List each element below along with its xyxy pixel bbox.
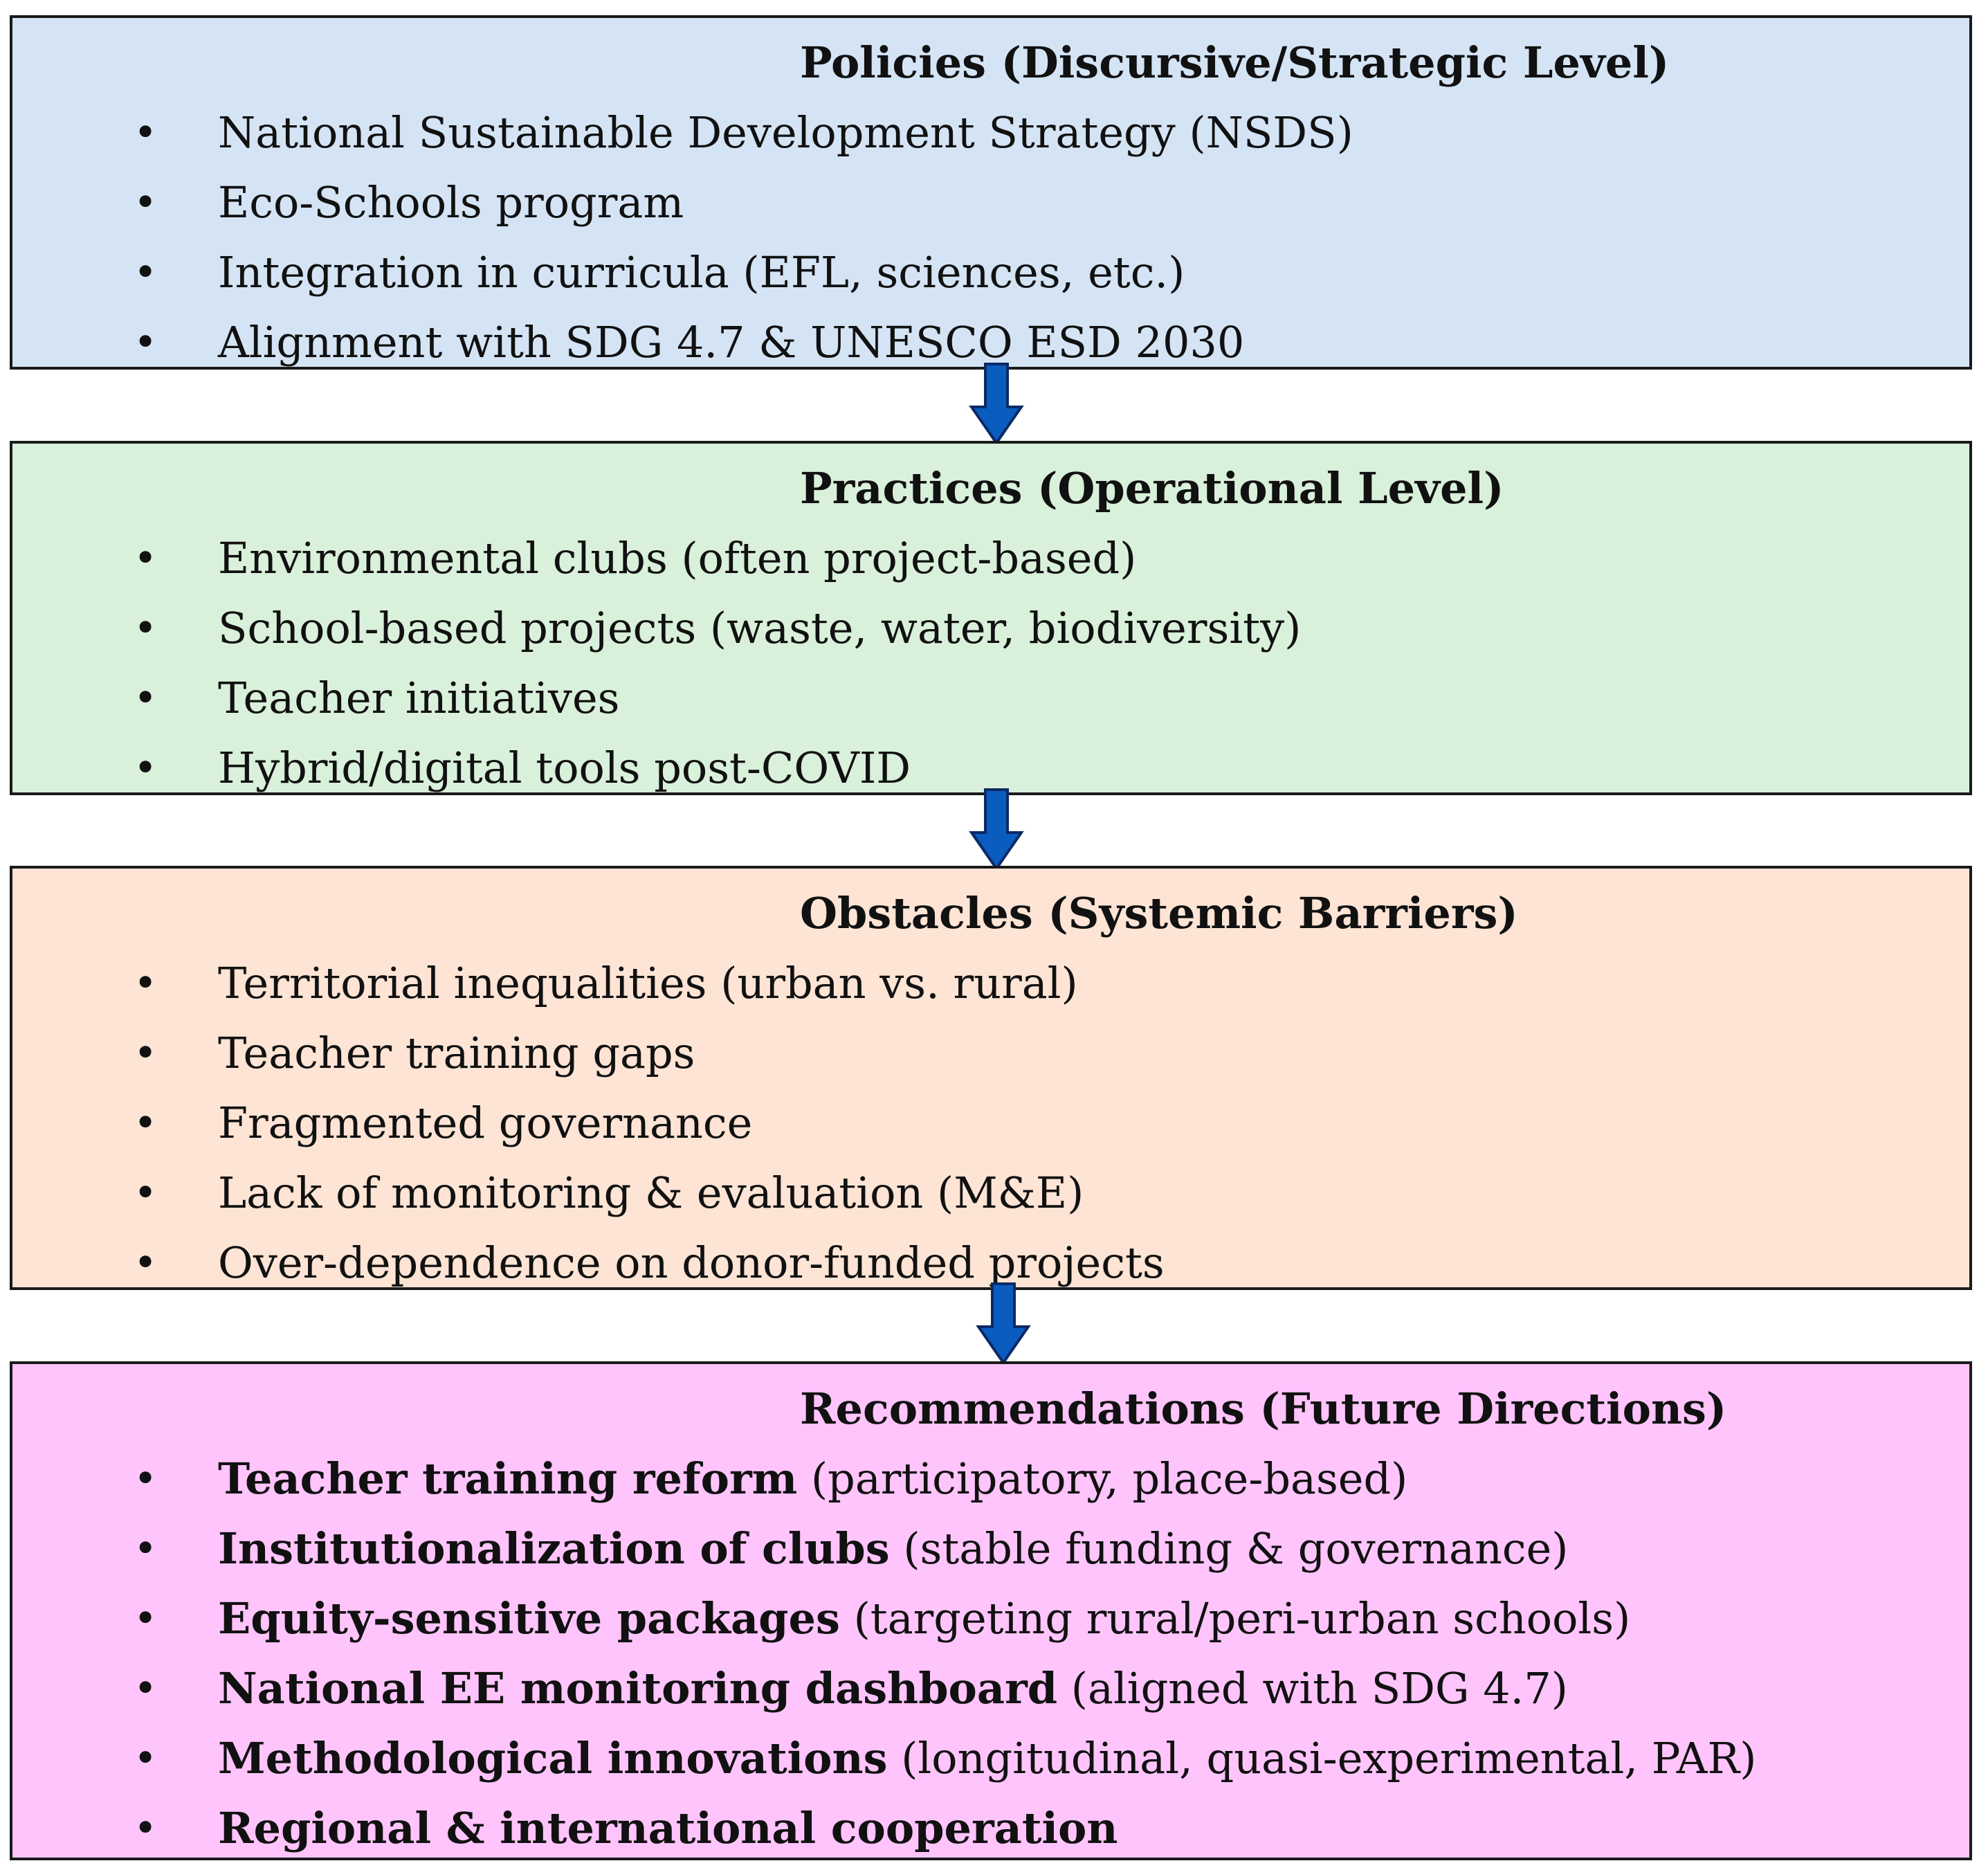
list-item-plain-text: (participatory, place-based) bbox=[797, 1453, 1408, 1504]
list-item-text: Territorial inequalities (urban vs. rura… bbox=[218, 948, 1078, 1018]
recommendations-title: Recommendations (Future Directions) bbox=[800, 1383, 1727, 1434]
practices-box: Practices (Operational Level) • Environme… bbox=[10, 441, 1972, 795]
bullet-icon: • bbox=[134, 1525, 158, 1572]
list-item-text: Hybrid/digital tools post-COVID bbox=[218, 733, 911, 803]
list-item-text: School-based projects (waste, water, bio… bbox=[218, 593, 1301, 663]
list-item-plain-text: Eco-Schools program bbox=[218, 177, 684, 228]
list-item-text: Alignment with SDG 4.7 & UNESCO ESD 2030 bbox=[218, 307, 1244, 377]
list-item-text: Environmental clubs (often project-based… bbox=[218, 523, 1136, 593]
obstacles-box: Obstacles (Systemic Barriers) • Territori… bbox=[10, 866, 1972, 1290]
bullet-icon: • bbox=[134, 1099, 158, 1146]
list-item-plain-text: (longitudinal, quasi-experimental, PAR) bbox=[887, 1733, 1757, 1783]
list-item-text: Regional & international cooperation bbox=[218, 1793, 1118, 1863]
obstacles-title: Obstacles (Systemic Barriers) bbox=[800, 888, 1518, 938]
bullet-icon: • bbox=[134, 1595, 158, 1642]
list-item-bold-text: Methodological innovations bbox=[218, 1733, 888, 1783]
list-item-text: Teacher training gaps bbox=[218, 1018, 695, 1088]
list-item-plain-text: (aligned with SDG 4.7) bbox=[1057, 1663, 1568, 1714]
policies-box: Policies (Discursive/Strategic Level) • N… bbox=[10, 15, 1972, 370]
bullet-icon: • bbox=[134, 744, 158, 791]
list-item-plain-text: Fragmented governance bbox=[218, 1098, 753, 1148]
bullet-icon: • bbox=[134, 248, 158, 296]
list-item-text: Teacher training reform (participatory, … bbox=[218, 1444, 1407, 1514]
practices-title: Practices (Operational Level) bbox=[800, 463, 1504, 514]
list-item-text: Teacher initiatives bbox=[218, 663, 619, 733]
list-item-plain-text: Lack of monitoring & evaluation (M&E) bbox=[218, 1168, 1084, 1218]
list-item-plain-text: Alignment with SDG 4.7 & UNESCO ESD 2030 bbox=[218, 317, 1245, 367]
bullet-icon: • bbox=[134, 1804, 158, 1851]
bullet-icon: • bbox=[134, 179, 158, 226]
recommendations-box: Recommendations (Future Directions) • Tea… bbox=[10, 1361, 1972, 1860]
list-item-plain-text: Hybrid/digital tools post-COVID bbox=[218, 743, 911, 793]
list-item-text: Equity-sensitive packages (targeting rur… bbox=[218, 1583, 1630, 1653]
list-item-text: Fragmented governance bbox=[218, 1088, 752, 1158]
bullet-icon: • bbox=[134, 1239, 158, 1286]
list-item-bold-text: National EE monitoring dashboard bbox=[218, 1663, 1058, 1714]
list-item-plain-text: Environmental clubs (often project-based… bbox=[218, 533, 1137, 583]
bullet-icon: • bbox=[134, 1029, 158, 1076]
list-item-plain-text: Integration in curricula (EFL, sciences,… bbox=[218, 247, 1185, 298]
list-item-bold-text: Equity-sensitive packages bbox=[218, 1593, 840, 1644]
bullet-icon: • bbox=[134, 1734, 158, 1781]
list-item-plain-text: (targeting rural/peri-urban schools) bbox=[839, 1593, 1631, 1644]
list-item-bold-text: Regional & international cooperation bbox=[218, 1803, 1118, 1853]
list-item-text: Eco-Schools program bbox=[218, 167, 684, 237]
list-item-bold-text: Institutionalization of clubs bbox=[218, 1523, 890, 1574]
list-item-text: Over-dependence on donor-funded projects bbox=[218, 1228, 1165, 1298]
bullet-icon: • bbox=[134, 959, 158, 1006]
list-item-text: Lack of monitoring & evaluation (M&E) bbox=[218, 1158, 1084, 1228]
list-item-text: Institutionalization of clubs (stable fu… bbox=[218, 1514, 1569, 1583]
down-arrow-icon bbox=[969, 363, 1024, 446]
list-item-text: Methodological innovations (longitudinal… bbox=[218, 1723, 1756, 1793]
list-item-plain-text: Territorial inequalities (urban vs. rura… bbox=[218, 958, 1078, 1008]
list-item-plain-text: Over-dependence on donor-funded projects bbox=[218, 1237, 1165, 1288]
list-item-plain-text: School-based projects (waste, water, bio… bbox=[218, 603, 1302, 653]
bullet-icon: • bbox=[134, 674, 158, 721]
list-item-plain-text: National Sustainable Development Strateg… bbox=[218, 107, 1353, 158]
bullet-icon: • bbox=[134, 1169, 158, 1216]
list-item-text: National EE monitoring dashboard (aligne… bbox=[218, 1653, 1568, 1723]
bullet-icon: • bbox=[134, 534, 158, 581]
list-item-text: National Sustainable Development Strateg… bbox=[218, 98, 1353, 167]
bullet-icon: • bbox=[134, 1664, 158, 1712]
bullet-icon: • bbox=[134, 604, 158, 651]
list-item-plain-text: (stable funding & governance) bbox=[889, 1523, 1569, 1574]
list-item-plain-text: Teacher initiatives bbox=[218, 673, 620, 723]
policies-title: Policies (Discursive/Strategic Level) bbox=[800, 37, 1670, 88]
down-arrow-icon bbox=[976, 1282, 1031, 1365]
list-item-text: Integration in curricula (EFL, sciences,… bbox=[218, 237, 1185, 307]
bullet-icon: • bbox=[134, 318, 158, 365]
list-item-plain-text: Teacher training gaps bbox=[218, 1028, 695, 1078]
bullet-icon: • bbox=[134, 1455, 158, 1502]
down-arrow-icon bbox=[969, 788, 1024, 871]
list-item-bold-text: Teacher training reform bbox=[218, 1453, 798, 1504]
bullet-icon: • bbox=[134, 109, 158, 156]
